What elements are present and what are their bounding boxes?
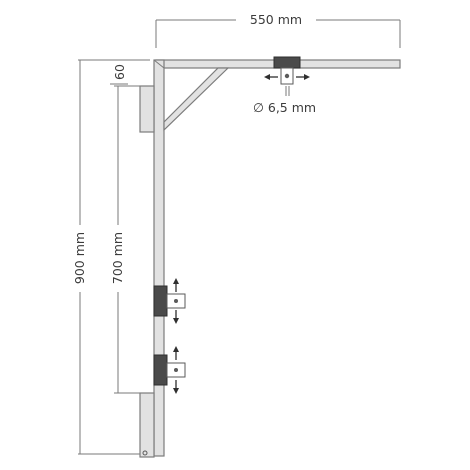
top-bracket bbox=[273, 56, 301, 96]
offset-label: 60 bbox=[112, 64, 127, 80]
side-bracket-2 bbox=[153, 354, 186, 386]
wall-plate-top bbox=[139, 85, 155, 133]
diagonal-brace bbox=[163, 67, 230, 132]
screw-hole bbox=[142, 450, 148, 456]
double-arrow-vertical-icon bbox=[173, 346, 179, 394]
hole-label: ∅ 6,5 mm bbox=[253, 100, 316, 115]
side-bracket-1 bbox=[153, 285, 186, 317]
inner-height-label: 700 mm bbox=[110, 232, 125, 284]
vertical-post bbox=[153, 59, 165, 457]
width-label: 550 mm bbox=[250, 12, 302, 27]
double-arrow-horizontal-icon bbox=[264, 74, 310, 80]
width-dimension: 550 mm bbox=[155, 12, 401, 48]
total-height-label: 900 mm bbox=[72, 232, 87, 284]
frame bbox=[139, 59, 401, 458]
inner-height-dimension: 700 mm bbox=[110, 85, 142, 394]
offset-dimension: 60 bbox=[110, 59, 128, 85]
double-arrow-vertical-icon bbox=[173, 278, 179, 324]
wall-plate-bottom bbox=[139, 392, 155, 458]
